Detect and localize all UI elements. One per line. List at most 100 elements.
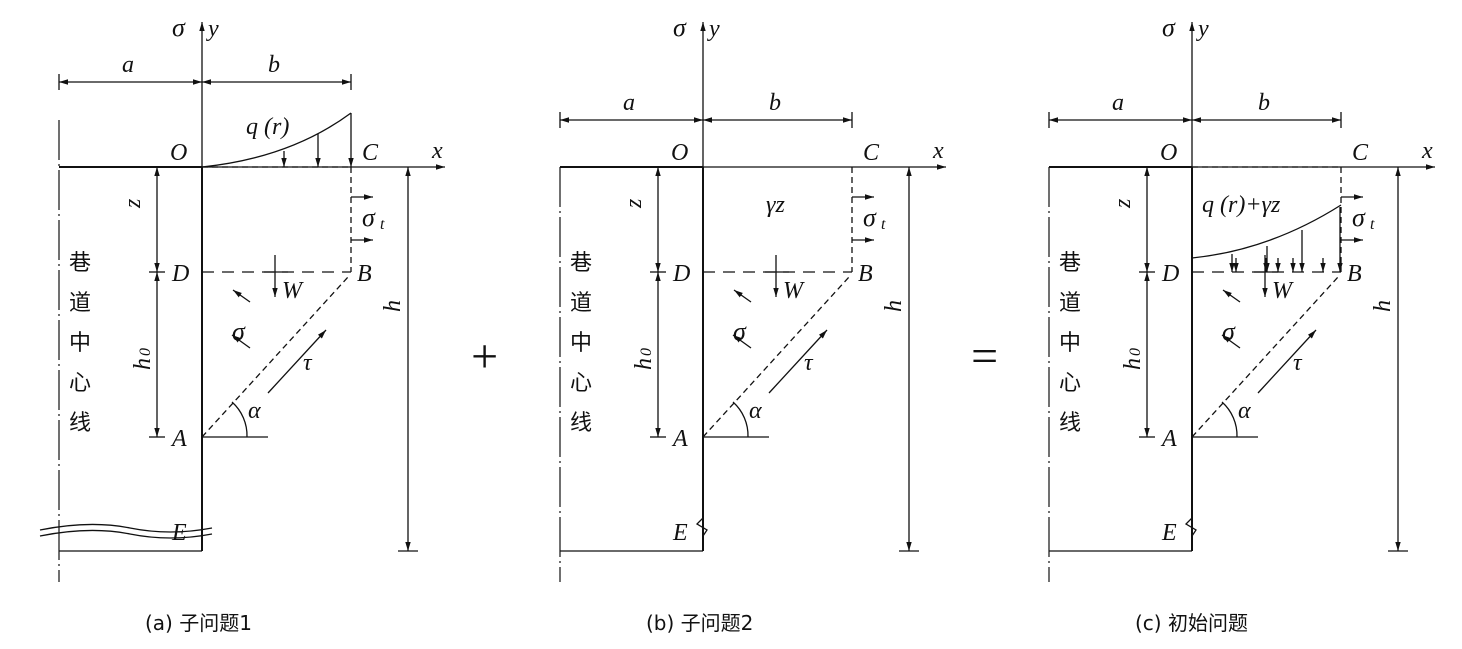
load-curve-q — [201, 112, 352, 168]
alpha-label: α — [248, 398, 261, 424]
z-label: z — [1110, 198, 1136, 209]
h0-label: h — [631, 358, 657, 370]
C-label: C — [1352, 140, 1369, 166]
load-label: γz — [766, 192, 785, 218]
sigma-arrow — [1222, 289, 1241, 303]
b-label: b — [268, 52, 280, 78]
x-axis-label: x — [431, 138, 443, 164]
x-axis-label: x — [1421, 138, 1433, 164]
sigma-t-label: σ — [1352, 203, 1366, 232]
centerline-char-4: 线 — [1059, 411, 1081, 436]
load-curve-q-gz — [1191, 204, 1342, 259]
C-label: C — [863, 140, 880, 166]
O-label: O — [1160, 140, 1177, 166]
alpha-arc — [732, 401, 749, 438]
h-label: h — [881, 300, 907, 312]
W-label: W — [783, 278, 805, 304]
centerline-char-0: 巷 — [1059, 251, 1081, 276]
h-label: h — [380, 300, 406, 312]
sigma-label: σ — [733, 317, 747, 346]
h0-label: h — [1120, 358, 1146, 370]
y-axis-label: y — [206, 16, 219, 42]
sigma-t-subscript: t — [881, 216, 886, 233]
h0-subscript: 0 — [1127, 348, 1144, 356]
A-label: A — [170, 426, 187, 452]
centerline-char-3: 心 — [1059, 371, 1081, 396]
caption-b: (b) 子问题2 — [646, 611, 753, 635]
sigma-arrow — [1221, 334, 1241, 349]
alpha-arc — [1221, 401, 1238, 438]
D-label: D — [171, 261, 189, 287]
W-label: W — [1272, 278, 1294, 304]
centerline-char-3: 心 — [69, 371, 91, 396]
y-axis-label: y — [1196, 16, 1209, 42]
a-label: a — [122, 52, 134, 78]
h-label: h — [1370, 300, 1396, 312]
B-label: B — [1347, 261, 1362, 287]
E-label: E — [1161, 520, 1177, 546]
caption-a: (a) 子问题1 — [145, 611, 252, 635]
B-label: B — [858, 261, 873, 287]
centerline-char-2: 中 — [69, 331, 91, 356]
sigma-t-subscript: t — [380, 216, 385, 233]
tau-arrow — [1257, 329, 1317, 394]
D-label: D — [672, 261, 690, 287]
centerline-char-3: 心 — [570, 371, 592, 396]
sigma-axis-label: σ — [172, 13, 186, 42]
A-label: A — [671, 426, 688, 452]
tau-arrow — [267, 329, 327, 394]
break-mark — [695, 490, 708, 551]
sigma-axis-label: σ — [673, 13, 687, 42]
centerline-char-4: 线 — [69, 411, 91, 436]
break-mark — [1184, 490, 1197, 551]
tau-label: τ — [303, 350, 313, 376]
alpha-arc — [231, 401, 248, 438]
W-label: W — [282, 278, 304, 304]
b-label: b — [1258, 90, 1270, 116]
tau-label: τ — [1293, 350, 1303, 376]
sigma-label: σ — [232, 317, 246, 346]
slip-surface-AB — [1191, 276, 1339, 438]
D-label: D — [1161, 261, 1179, 287]
tau-arrow — [768, 329, 828, 394]
sigma-arrow — [732, 334, 752, 349]
sigma-label: σ — [1222, 317, 1236, 346]
centerline-char-1: 道 — [1059, 291, 1081, 316]
caption-c: (c) 初始问题 — [1135, 611, 1248, 635]
sigma-arrow — [231, 334, 251, 349]
centerline-char-2: 中 — [1059, 331, 1081, 356]
sigma-axis-label: σ — [1162, 13, 1176, 42]
centerline-char-0: 巷 — [570, 251, 592, 276]
equals-operator: = — [968, 330, 1000, 383]
centerline-char-1: 道 — [570, 291, 592, 316]
B-label: B — [357, 261, 372, 287]
load-label: q (r) — [246, 114, 289, 140]
z-label: z — [120, 198, 146, 209]
centerline-char-0: 巷 — [69, 251, 91, 276]
alpha-label: α — [1238, 398, 1251, 424]
centerline-char-1: 道 — [69, 291, 91, 316]
C-label: C — [362, 140, 379, 166]
E-label: E — [171, 520, 187, 546]
A-label: A — [1160, 426, 1177, 452]
centerline-char-4: 线 — [570, 411, 592, 436]
break-line — [39, 523, 213, 533]
slip-surface-AB — [702, 276, 850, 438]
y-axis-label: y — [707, 16, 720, 42]
break-line — [39, 529, 213, 539]
a-label: a — [1112, 90, 1124, 116]
load-label: q (r)+γz — [1202, 192, 1281, 218]
sigma-t-label: σ — [863, 203, 877, 232]
h0-subscript: 0 — [137, 348, 154, 356]
slip-surface-AB — [201, 276, 349, 438]
h0-label: h — [130, 358, 156, 370]
sigma-t-label: σ — [362, 203, 376, 232]
centerline-char-2: 中 — [570, 331, 592, 356]
E-label: E — [672, 520, 688, 546]
O-label: O — [170, 140, 187, 166]
